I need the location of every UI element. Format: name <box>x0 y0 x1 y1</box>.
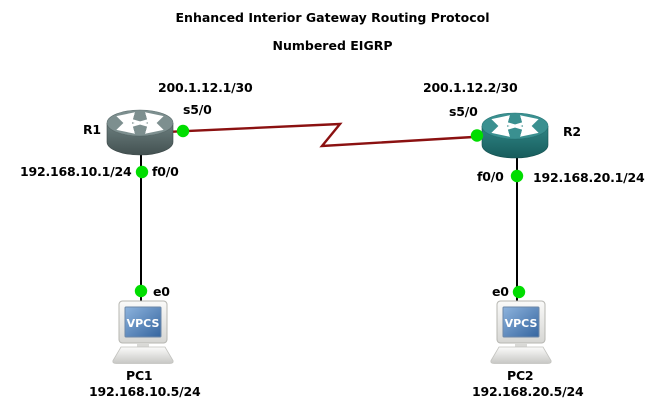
pc2-node-name-label: PC2 <box>507 368 534 383</box>
router-icon-r2[interactable] <box>481 112 549 160</box>
r2-lan-interface-label: f0/0 <box>477 169 504 184</box>
pc-base <box>112 346 174 364</box>
pc-screen-label: VPCS <box>505 317 538 330</box>
pc-base <box>490 346 552 364</box>
pc1-node-name-label: PC1 <box>126 368 153 383</box>
pc1-interface-label: e0 <box>153 284 170 299</box>
pc-neck <box>137 343 149 347</box>
router-icon-r1[interactable] <box>106 109 174 157</box>
r2-serial-interface-label: s5/0 <box>449 104 478 119</box>
r2-lan-ip-label: 192.168.20.1/24 <box>533 170 645 185</box>
pc-neck <box>515 343 527 347</box>
r1-lan-ip-label: 192.168.10.1/24 <box>20 164 132 179</box>
vpcs-computer-icon-pc2[interactable]: VPCS <box>486 300 556 366</box>
r1-serial-ip-label: 200.1.12.1/30 <box>158 80 253 95</box>
vpcs-computer-icon-pc1[interactable]: VPCS <box>108 300 178 366</box>
serial-link-r1-r2[interactable] <box>169 122 491 148</box>
pc1-ip-label: 192.168.10.5/24 <box>89 384 201 399</box>
r2-serial-ip-label: 200.1.12.2/30 <box>423 80 518 95</box>
diagram-title: Enhanced Interior Gateway Routing Protoc… <box>175 10 490 25</box>
pc-screen <box>502 306 540 338</box>
diagram-subtitle: Numbered EIGRP <box>272 38 393 53</box>
pc2-ip-label: 192.168.20.5/24 <box>472 384 584 399</box>
router-arrows-icon <box>116 112 164 134</box>
pc2-interface-label: e0 <box>492 284 509 299</box>
pc-screen-label: VPCS <box>127 317 160 330</box>
r2-node-name-label: R2 <box>563 124 581 139</box>
pc-screen <box>124 306 162 338</box>
r1-node-name-label: R1 <box>83 122 101 137</box>
r1-serial-interface-label: s5/0 <box>183 102 212 117</box>
r1-lan-interface-label: f0/0 <box>152 164 179 179</box>
router-arrows-icon <box>491 115 539 137</box>
